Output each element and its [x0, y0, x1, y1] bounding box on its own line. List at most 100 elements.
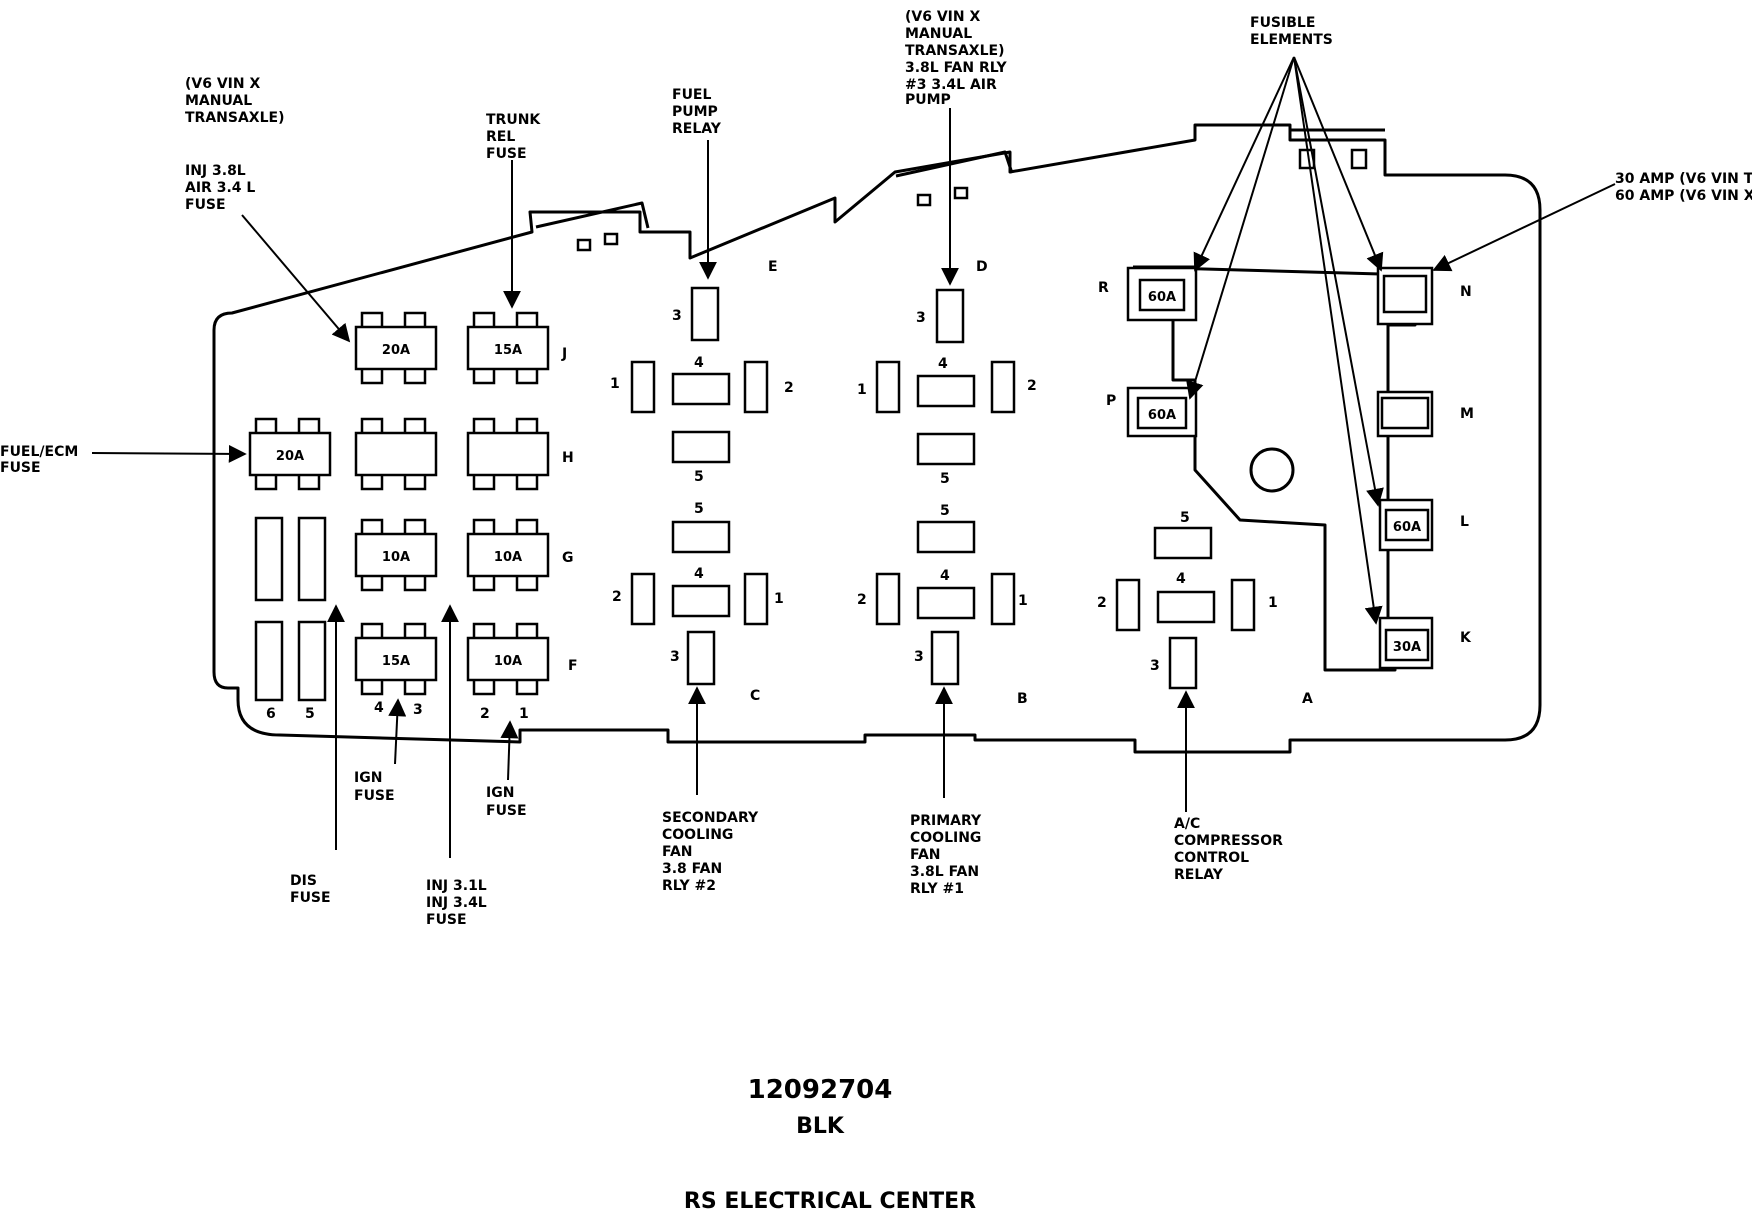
part-number: 12092704 [748, 1075, 893, 1105]
fuse-g1[interactable]: 10A [354, 518, 438, 592]
fusible-m[interactable] [1376, 390, 1434, 438]
pin-e-1: 1 [610, 376, 620, 392]
pin-fuse-1: 1 [519, 706, 529, 722]
row-letter-l: L [1460, 514, 1469, 530]
diagram-caption: RS ELECTRICAL CENTER [684, 1189, 976, 1214]
top-connector-middle [895, 150, 1014, 207]
fusible-l-rating: 60A [1393, 520, 1421, 535]
pin-c-3: 3 [670, 649, 680, 665]
fusible-k[interactable]: 30A [1378, 616, 1434, 670]
fuse-h1[interactable]: 20A [248, 417, 332, 491]
relay-a[interactable] [1115, 526, 1256, 690]
row-letter-b: B [1017, 691, 1028, 707]
label-secondary: SECONDARY COOLING FAN 3.8 FAN RLY #2 [662, 810, 763, 894]
label-fusible: FUSIBLE ELEMENTS [1250, 15, 1333, 48]
fusible-k-rating: 30A [1393, 640, 1421, 655]
pin-b-3: 3 [914, 649, 924, 665]
callout-arrows [91, 56, 1616, 858]
label-v6-top: (V6 VIN X MANUAL TRANSAXLE) 3.8L FAN RLY… [905, 9, 1012, 108]
label-ign-2: IGN FUSE [486, 785, 527, 819]
pin-e-2: 2 [784, 380, 794, 396]
row-letter-r: R [1098, 280, 1109, 296]
fusible-n[interactable] [1376, 266, 1434, 326]
pin-fuse-2: 2 [480, 706, 490, 722]
fuse-h3[interactable] [466, 417, 550, 491]
pin-c-2: 2 [612, 589, 622, 605]
pin-fuse-6: 6 [266, 706, 276, 722]
row-letter-j: J [561, 346, 567, 362]
row-letter-p: P [1106, 393, 1116, 409]
row-letter-n: N [1460, 284, 1472, 300]
label-v6-left: (V6 VIN X MANUAL TRANSAXLE) [185, 76, 284, 126]
pin-fuse-3: 3 [413, 702, 423, 718]
pin-a-4: 4 [1176, 571, 1186, 587]
pin-d-3: 3 [916, 310, 926, 326]
pin-b-4: 4 [940, 568, 950, 584]
fuse-h2[interactable] [354, 417, 438, 491]
row-letter-d: D [976, 259, 988, 275]
row-letter-h: H [562, 450, 574, 466]
fusible-p[interactable]: 60A [1126, 386, 1198, 438]
fuse-j1-rating: 20A [382, 343, 410, 358]
pin-a-1: 1 [1268, 595, 1278, 611]
relay-c[interactable] [630, 520, 769, 686]
label-ac: A/C COMPRESSOR CONTROL RELAY [1174, 816, 1288, 883]
fuse-f2[interactable]: 10A [466, 622, 550, 696]
fusible-p-rating: 60A [1148, 408, 1176, 423]
pin-fuse-4: 4 [374, 700, 384, 716]
pin-c-4: 4 [694, 566, 704, 582]
pin-numbers: 3 4 1 2 5 3 4 1 2 5 5 4 2 1 3 5 4 2 1 3 … [266, 308, 1278, 722]
label-fuel-pump: FUEL PUMP RELAY [672, 87, 723, 137]
fuse-g2-rating: 10A [494, 550, 522, 565]
mounting-hole [1249, 447, 1295, 493]
pin-d-4: 4 [938, 356, 948, 372]
fuse-j1[interactable]: 20A [354, 311, 438, 385]
top-connector-left [535, 201, 650, 252]
relay-e[interactable] [630, 286, 769, 464]
label-fuel-ecm: FUEL/ECM FUSE [0, 444, 83, 476]
pin-d-2: 2 [1027, 378, 1037, 394]
row-letter-e: E [768, 259, 778, 275]
label-dis: DIS FUSE [290, 873, 331, 906]
label-inj-air: INJ 3.8L AIR 3.4 L FUSE [185, 163, 260, 213]
fusible-r-rating: 60A [1148, 290, 1176, 305]
row-letter-k: K [1460, 630, 1472, 646]
connector-color: BLK [796, 1114, 845, 1139]
fuse-h1-rating: 20A [276, 449, 304, 464]
pin-a-3: 3 [1150, 658, 1160, 674]
row-letter-f: F [568, 658, 578, 674]
relay-d[interactable] [875, 288, 1016, 466]
pin-e-5: 5 [694, 469, 704, 485]
pin-c-1: 1 [774, 591, 784, 607]
fusible-l[interactable]: 60A [1378, 498, 1434, 552]
relay-b[interactable] [875, 520, 1016, 686]
pin-d-5: 5 [940, 471, 950, 487]
fuse-g2[interactable]: 10A [466, 518, 550, 592]
fuse-j2[interactable]: 15A [466, 311, 550, 385]
label-trunk: TRUNK REL FUSE [486, 112, 545, 162]
pin-e-4: 4 [694, 355, 704, 371]
pin-b-5: 5 [940, 503, 950, 519]
row-letter-c: C [750, 688, 760, 704]
fusible-r[interactable]: 60A [1126, 266, 1198, 322]
pin-c-5: 5 [694, 501, 704, 517]
row-letter-m: M [1460, 406, 1474, 422]
pin-b-2: 2 [857, 592, 867, 608]
fuse-f1-rating: 15A [382, 654, 410, 669]
pin-fuse-5: 5 [305, 706, 315, 722]
row-letter-a: A [1302, 691, 1313, 707]
fuse-g1-rating: 10A [382, 550, 410, 565]
label-amp-rating: 30 AMP (V6 VIN T) 60 AMP (V6 VIN X) [1615, 171, 1752, 204]
label-ign-1: IGN FUSE [354, 770, 395, 804]
label-primary: PRIMARY COOLING FAN 3.8L FAN RLY #1 [910, 813, 986, 897]
row-letter-g: G [562, 550, 574, 566]
label-inj-31: INJ 3.1L INJ 3.4L FUSE [426, 878, 492, 928]
pin-a-2: 2 [1097, 595, 1107, 611]
empty-slots [254, 516, 327, 702]
pin-b-1: 1 [1018, 593, 1028, 609]
fuse-f1[interactable]: 15A [354, 622, 438, 696]
pin-a-5: 5 [1180, 510, 1190, 526]
fuse-j2-rating: 15A [494, 343, 522, 358]
pin-d-1: 1 [857, 382, 867, 398]
